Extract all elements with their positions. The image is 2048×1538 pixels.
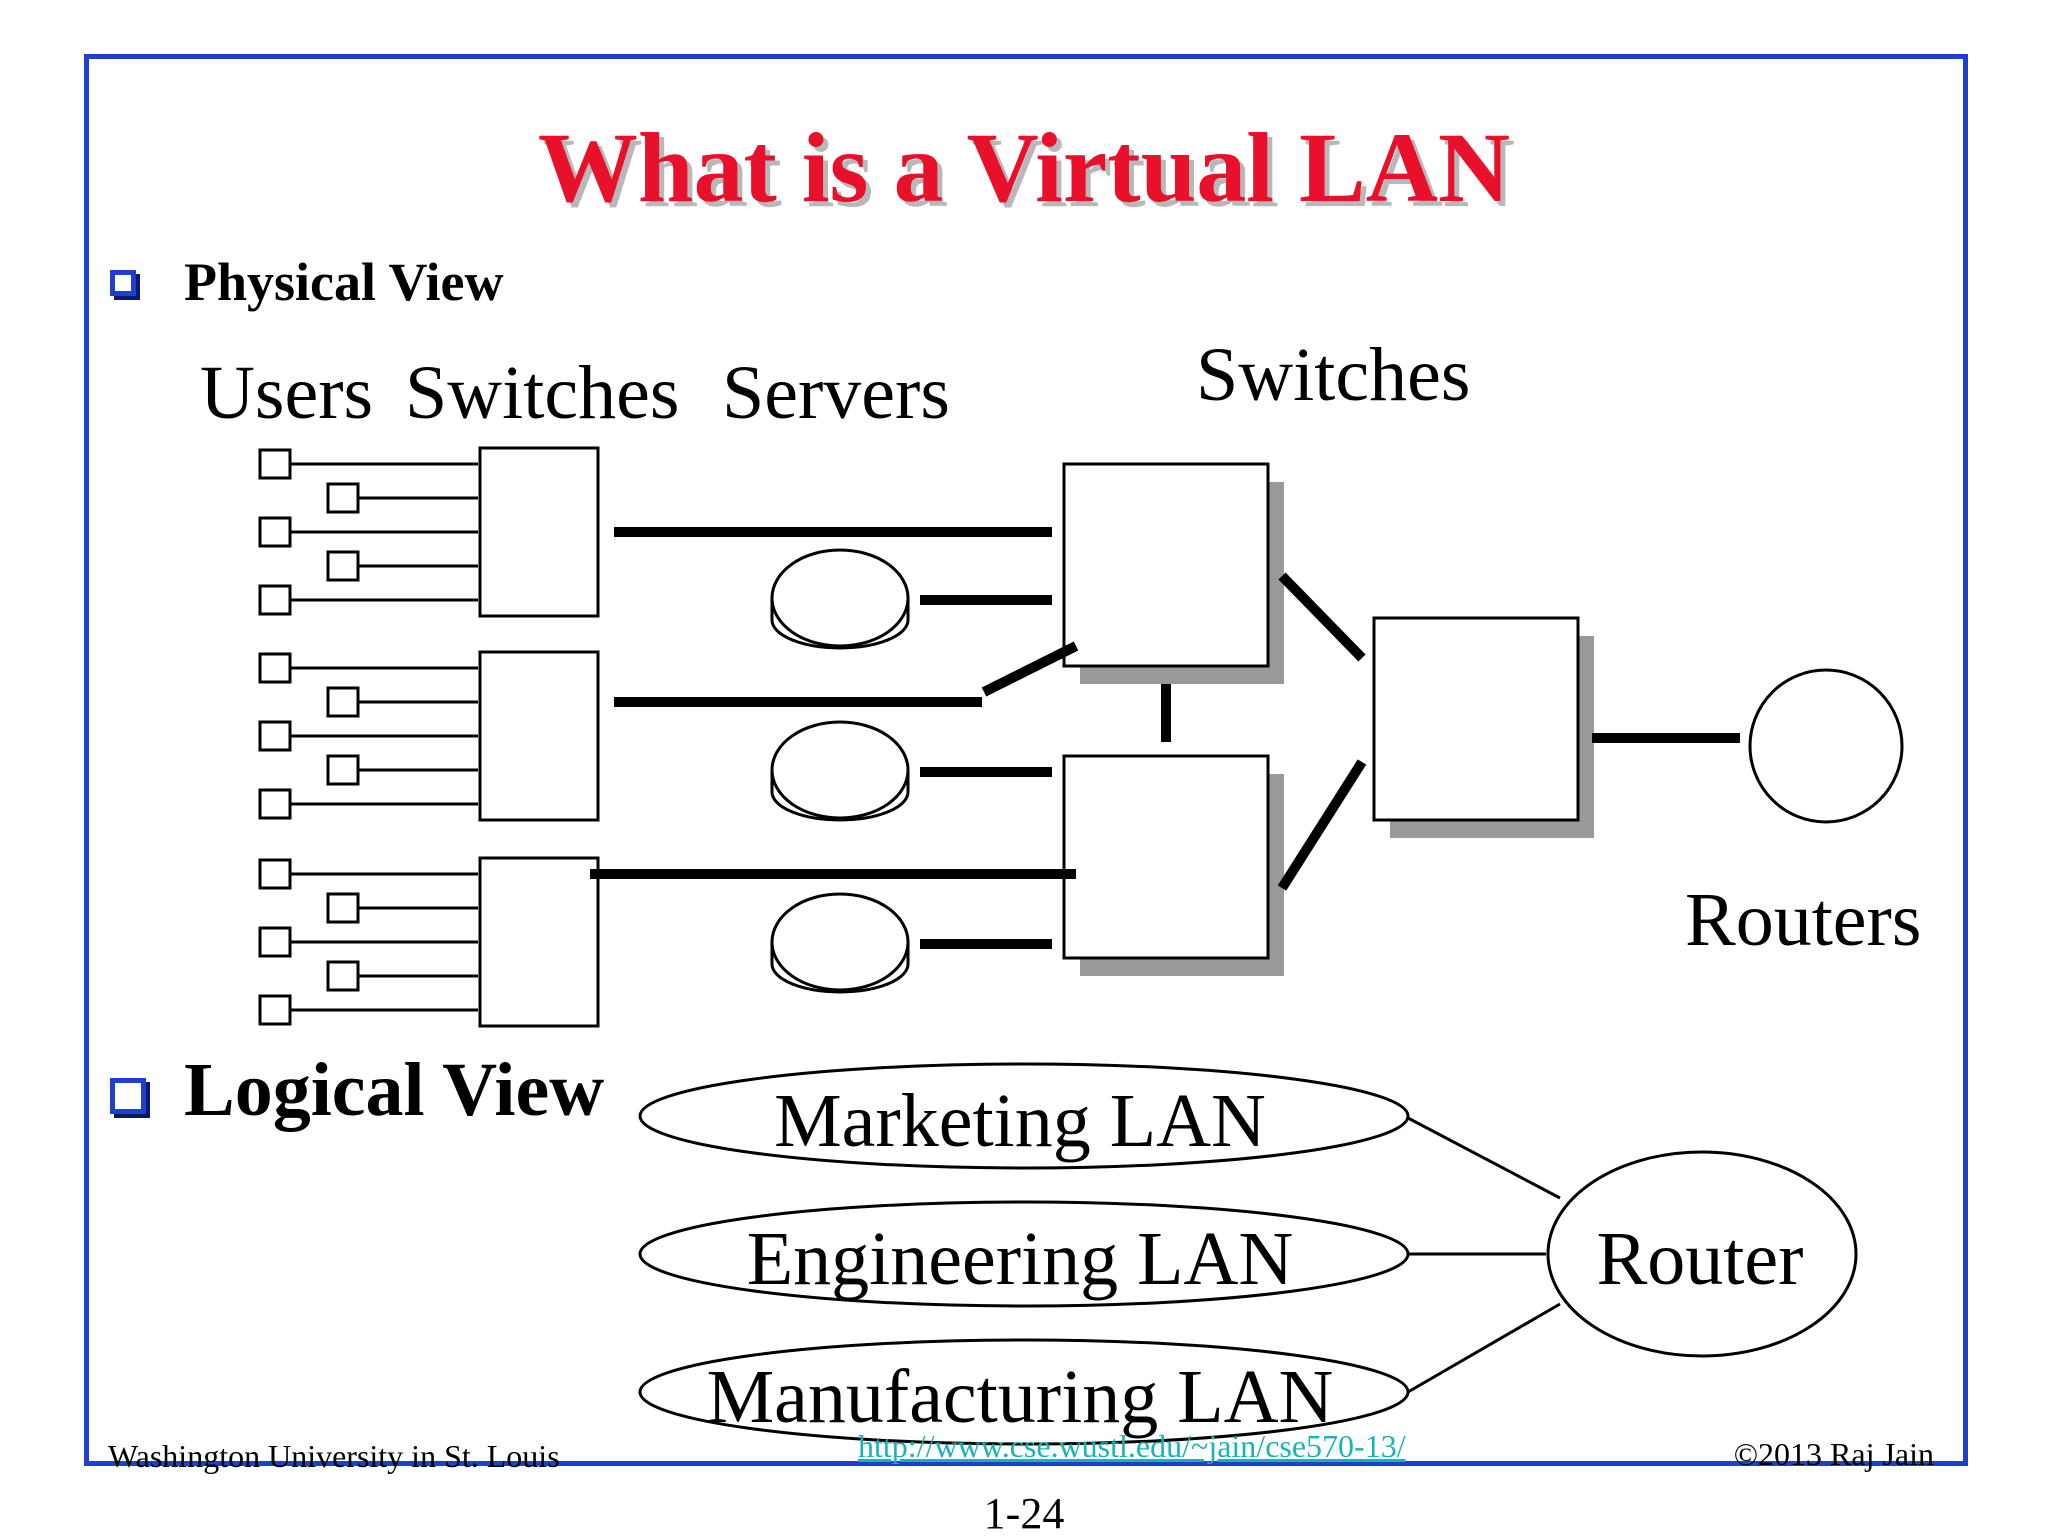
marketing-lan-ellipse <box>638 1062 1410 1170</box>
user-terminal-icon <box>258 788 292 820</box>
switches-left-label: Switches <box>405 351 679 435</box>
user-terminal-icon <box>326 754 360 786</box>
engineering-lan-label: Engineering LAN <box>747 1217 1294 1301</box>
user-terminal-icon <box>258 584 292 616</box>
user-terminal-icon <box>258 720 292 752</box>
footer-institution: Washington University in St. Louis <box>108 1438 560 1474</box>
page-number: 1-24 <box>983 1489 1065 1538</box>
slide-title: What is a Virtual LAN <box>537 112 1511 223</box>
footer-copyright: ©2013 Raj Jain <box>1733 1436 1934 1472</box>
trunk-links <box>590 527 1740 949</box>
servers-label: Servers <box>722 351 950 435</box>
router-label: Router <box>1597 1217 1804 1301</box>
slide-frame <box>84 54 1968 1466</box>
core-switch-1 <box>1062 462 1270 668</box>
user-terminal-icon <box>326 686 360 718</box>
router-ellipse <box>1546 1150 1858 1358</box>
user-terminal-icon <box>258 516 292 548</box>
user-terminal-icon <box>258 858 292 890</box>
edge-switch-3 <box>478 856 600 1028</box>
switches-right-label: Switches <box>1196 333 1470 417</box>
user-links <box>290 462 478 1012</box>
server-disk-1 <box>770 548 910 650</box>
server-disk-3 <box>770 892 910 994</box>
user-terminal-icon <box>258 926 292 958</box>
manufacturing-lan-ellipse <box>638 1338 1410 1446</box>
engineering-lan-ellipse <box>638 1200 1410 1308</box>
router-circle <box>1748 668 1904 824</box>
core-switch-2 <box>1062 754 1270 960</box>
user-terminal-icon <box>258 448 292 480</box>
aggregation-switch <box>1372 616 1580 822</box>
routers-label: Routers <box>1685 878 1921 962</box>
physical-view-label: Physical View <box>184 252 504 312</box>
logical-view-bullet-icon <box>110 1078 146 1114</box>
manufacturing-lan-label: Manufacturing LAN <box>707 1355 1334 1439</box>
edge-switch-2 <box>478 650 600 822</box>
physical-view-bullet-icon <box>110 270 136 296</box>
marketing-lan-label: Marketing LAN <box>774 1079 1266 1163</box>
server-disk-2 <box>770 720 910 822</box>
logical-view-label: Logical View <box>184 1048 605 1132</box>
user-terminals <box>258 448 360 1026</box>
edge-switch-1 <box>478 446 600 618</box>
user-terminal-icon <box>326 550 360 582</box>
users-label: Users <box>200 351 373 435</box>
user-terminal-icon <box>326 892 360 924</box>
logical-view-diagram: Marketing LAN Engineering LAN Manufactur… <box>638 1062 1858 1446</box>
user-terminal-icon <box>258 994 292 1026</box>
user-terminal-icon <box>326 482 360 514</box>
footer-link[interactable]: http://www.cse.wustl.edu/~jain/cse570-13… <box>858 1428 1406 1464</box>
user-terminal-icon <box>258 652 292 684</box>
user-terminal-icon <box>326 960 360 992</box>
